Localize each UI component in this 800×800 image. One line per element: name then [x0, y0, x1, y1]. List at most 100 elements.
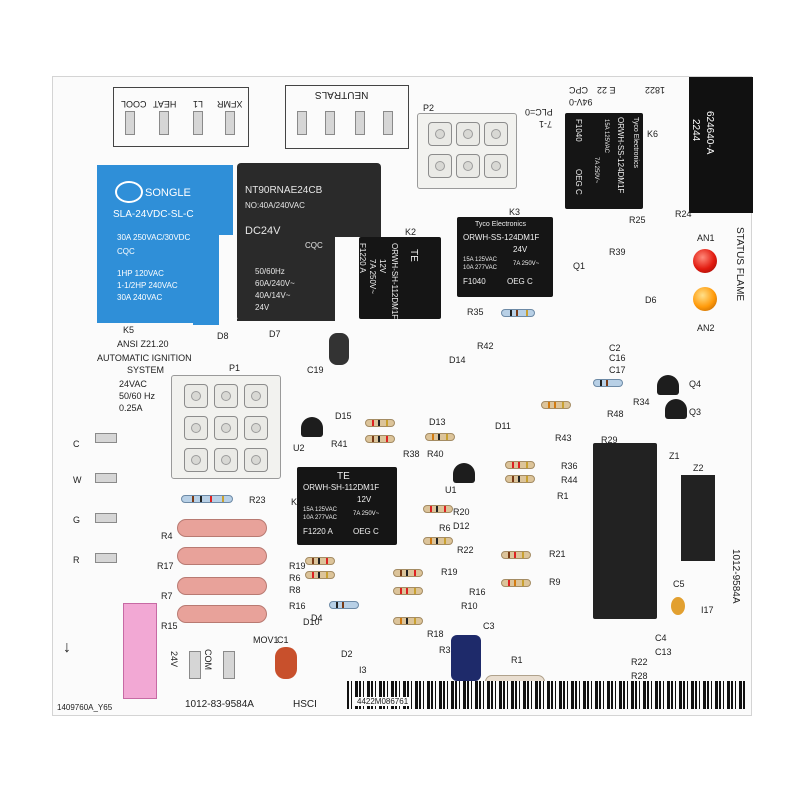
- terminal-24v[interactable]: [189, 651, 201, 679]
- part-number-sub: 2244: [690, 119, 701, 142]
- side-terminal-r[interactable]: [95, 553, 117, 563]
- capacitor-c4: [671, 597, 685, 615]
- r6-label: R6: [439, 523, 451, 533]
- k3-rating-2: 10A 277VAC: [463, 265, 497, 271]
- songle-cert: CQC: [117, 247, 135, 256]
- capacitor-c19: [329, 333, 349, 365]
- side-terminal-c[interactable]: [95, 433, 117, 443]
- mov-varistor: [275, 647, 297, 679]
- r42-label: R40: [427, 449, 444, 459]
- k3-relay: Tyco Electronics ORWH-SS-124DM1F 24V 15A…: [457, 217, 553, 297]
- spade-terminal-heat[interactable]: [159, 111, 169, 135]
- spade-terminal-cool[interactable]: [125, 111, 135, 135]
- transistor-q2: [657, 375, 679, 395]
- spade-neutral-2[interactable]: [325, 111, 335, 135]
- r29-label: R25: [629, 215, 646, 225]
- r3-label: R3: [439, 645, 451, 655]
- terminal-com[interactable]: [223, 651, 235, 679]
- r39-label: R36: [561, 461, 578, 471]
- k3-brand: Tyco Electronics: [475, 221, 526, 228]
- terminal-24v-label: 24V: [169, 651, 179, 668]
- c2-label: C3: [483, 621, 495, 631]
- c19-label: C19: [307, 365, 324, 375]
- r21-label: R19: [441, 567, 458, 577]
- e22-label: E 22: [597, 85, 616, 95]
- k6-rating-1: 15A 125VAC: [603, 119, 609, 153]
- resistor-r4: [177, 519, 267, 537]
- v0-label: 94V-0: [569, 97, 593, 107]
- songle-brand: SONGLE: [145, 187, 191, 199]
- ic-u2: [681, 475, 715, 561]
- p1-connector[interactable]: [171, 375, 281, 479]
- k2-label: K2: [405, 227, 417, 237]
- d8-label: D8: [217, 331, 229, 341]
- r15-label: R15: [161, 621, 178, 631]
- c16-label: C17: [609, 365, 626, 375]
- side-terminal-g[interactable]: [95, 513, 117, 523]
- r8-label: R8: [289, 585, 301, 595]
- capacitor-c2: [451, 635, 481, 681]
- d13-label: D14: [449, 355, 466, 365]
- d4-label: D4: [311, 613, 323, 623]
- label-cool: COOL: [121, 99, 147, 109]
- r4-label: R4: [161, 531, 173, 541]
- resistor-small: [541, 401, 571, 409]
- r10-label: R10: [461, 601, 478, 611]
- c5-label: C13: [655, 647, 672, 657]
- hsci-label: HSCI: [293, 699, 317, 710]
- k4-oeg: OEG C: [353, 527, 379, 536]
- side-terminal-w[interactable]: [95, 473, 117, 483]
- r5-label: R6: [289, 573, 301, 583]
- resistor-small: [393, 587, 423, 595]
- neutrals-label: NEUTRALS: [315, 89, 369, 100]
- k4-coil: 12V: [357, 495, 372, 504]
- resistor-small: [365, 419, 395, 427]
- k6-oeg: OEG C: [574, 169, 583, 195]
- pin-label-w: W: [73, 475, 82, 485]
- q2-label: Q4: [689, 379, 702, 389]
- status-led-red: [693, 249, 717, 273]
- r43-label: R41: [331, 439, 348, 449]
- board-number-bottom: 1012-83-9584A: [185, 699, 254, 710]
- d14-label: D15: [335, 411, 352, 421]
- songle-model: SLA-24VDC-SL-C: [113, 209, 194, 220]
- spade-terminal-l1[interactable]: [193, 111, 203, 135]
- resistor-small: [593, 379, 623, 387]
- part-number-bar: [689, 77, 753, 213]
- r38-label: R35: [467, 307, 484, 317]
- r35-label: R29: [601, 435, 618, 445]
- spade-terminal-xfmr[interactable]: [225, 111, 235, 135]
- k4-rating-2: 10A 277VAC: [303, 515, 337, 521]
- r9-label: R9: [549, 577, 561, 587]
- k2-model: ORWH-SH-112DM1F: [390, 243, 399, 319]
- r24-label: R22: [457, 545, 474, 555]
- p2-connector[interactable]: [417, 113, 517, 189]
- resistor-small: [329, 601, 359, 609]
- k5-label: K5: [123, 325, 135, 335]
- q1-label: Q3: [689, 407, 702, 417]
- r22-label: R20: [453, 507, 470, 517]
- q4-label: U2: [293, 443, 305, 453]
- transistor-q3: [453, 463, 475, 483]
- k3-model: ORWH-SS-124DM1F: [463, 233, 540, 242]
- k2-relay: ORWH-SH-112DM1F 12V 7A 250V~ F1220 A TE: [359, 237, 441, 319]
- spade-neutral-4[interactable]: [383, 111, 393, 135]
- r48-label: C2: [609, 343, 621, 353]
- fuse[interactable]: [123, 603, 157, 699]
- label-l1: L1: [193, 99, 204, 109]
- k3-oeg: OEG C: [507, 277, 533, 286]
- resistor-small: [423, 537, 453, 545]
- label-xfmr: XFMR: [217, 99, 243, 109]
- k3-code: F1040: [463, 277, 486, 286]
- k4-brand: TE: [337, 471, 350, 482]
- nt90-rating-2: 50/60Hz: [255, 267, 285, 276]
- k4-code: F1220 A: [303, 527, 333, 536]
- r36-label: R34: [633, 397, 650, 407]
- k4-rating-1: 15A 125VAC: [303, 507, 337, 513]
- resistor-r7: [177, 577, 267, 595]
- spade-neutral-3[interactable]: [355, 111, 365, 135]
- r20-label: R19: [289, 561, 306, 571]
- transistor-q1: [665, 399, 687, 419]
- spade-neutral-1[interactable]: [297, 111, 307, 135]
- d2-label: D2: [341, 649, 353, 659]
